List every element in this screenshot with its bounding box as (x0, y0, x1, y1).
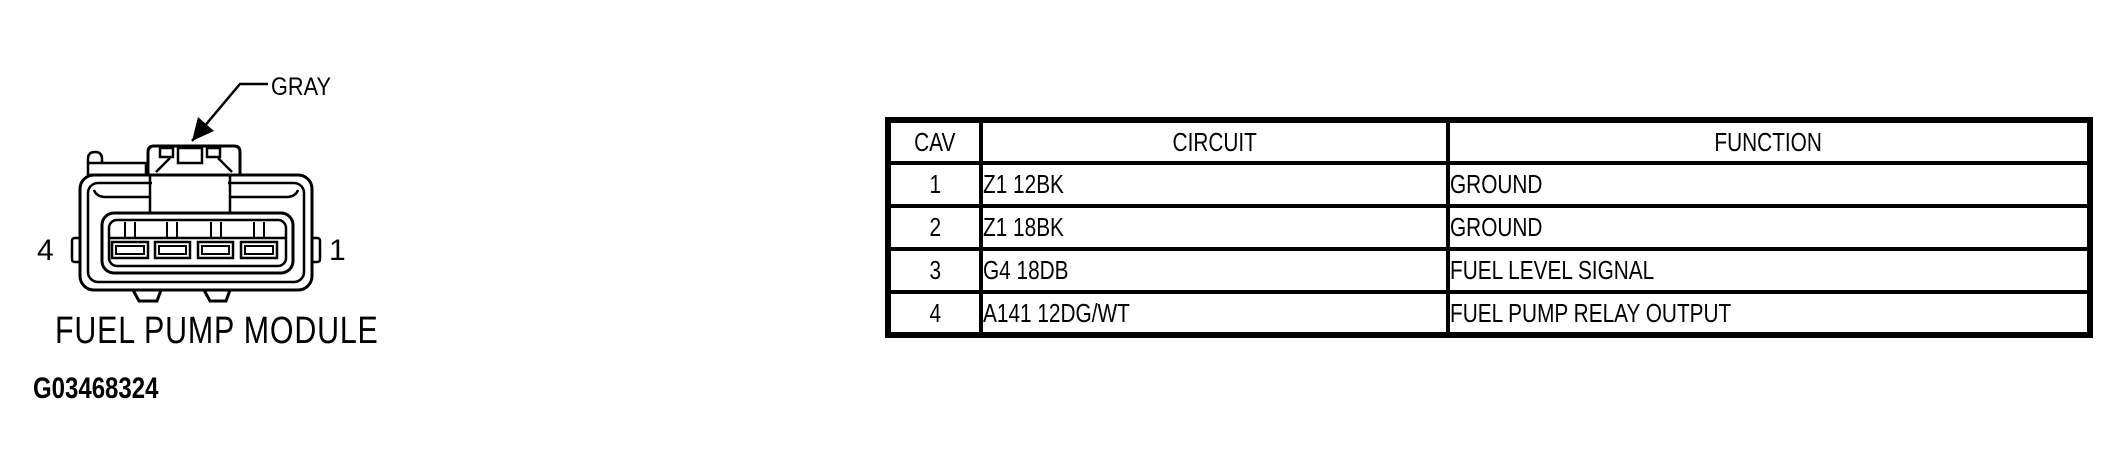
terminal-2-inner (201, 245, 230, 255)
header-circuit: CIRCUIT (979, 118, 1450, 165)
pin-label-right: 1 (329, 234, 346, 267)
table-row: 3 G4 18DB FUEL LEVEL SIGNAL (886, 247, 2092, 294)
table-header-row: CAV CIRCUIT FUNCTION (886, 118, 2092, 165)
figure-caption-text: FUEL PUMP MODULE (55, 310, 379, 352)
circuit-value: A141 12DG/WT (979, 290, 1450, 337)
function-value: FUEL PUMP RELAY OUTPUT (1446, 290, 2092, 337)
table-row: 4 A141 12DG/WT FUEL PUMP RELAY OUTPUT (886, 290, 2092, 337)
table-row: 1 Z1 12BK GROUND (886, 161, 2092, 208)
terminal-carrier-inner (107, 218, 288, 268)
body-outline (78, 173, 314, 292)
pin-label-left: 4 (37, 234, 54, 267)
circuit-value: G4 18DB (979, 247, 1450, 294)
figure-id: G03468324 (33, 374, 190, 404)
connector-drawing (70, 82, 322, 303)
terminal-2 (196, 240, 235, 260)
latch-right-slot (205, 146, 222, 159)
leader-line (191, 82, 268, 142)
terminal-4-inner (115, 245, 145, 255)
table-row: 2 Z1 18BK GROUND (886, 204, 2092, 251)
figure-caption: FUEL PUMP MODULE (55, 312, 460, 350)
left-wing-tab (70, 236, 80, 264)
right-wing-tab (312, 236, 322, 264)
cav-value: 2 (886, 204, 983, 251)
circuit-value: Z1 12BK (979, 161, 1450, 208)
header-function: FUNCTION (1446, 118, 2092, 165)
nub-bar (86, 161, 148, 177)
header-cav: CAV (886, 118, 983, 165)
arrowhead-icon (192, 117, 214, 141)
latch-left-slot (158, 146, 175, 159)
cav-value: 4 (886, 290, 983, 337)
terminal-4 (110, 240, 150, 260)
terminal-guides (124, 222, 265, 237)
nub-dome (86, 150, 104, 163)
terminal-carrier (100, 211, 295, 275)
circuit-value: Z1 18BK (979, 204, 1450, 251)
channel-lines (148, 175, 232, 213)
latch-bevels (155, 157, 233, 173)
function-value: GROUND (1446, 161, 2092, 208)
seal-lines (92, 189, 300, 199)
function-value: FUEL LEVEL SIGNAL (1446, 247, 2092, 294)
cav-value: 1 (886, 161, 983, 208)
terminal-1 (239, 240, 279, 260)
cav-value: 3 (886, 247, 983, 294)
channel-mask (152, 178, 228, 212)
latch-center-slot (176, 146, 204, 165)
terminal-1-inner (244, 245, 274, 255)
pinout-table: CAV CIRCUIT FUNCTION 1 Z1 12BK GROUND 2 … (885, 117, 2093, 338)
connector-diagram: GRAY 4 1 (37, 73, 346, 303)
figure-id-text: G03468324 (33, 372, 159, 405)
terminal-3 (153, 240, 192, 260)
function-value: GROUND (1446, 204, 2092, 251)
latch-outline (146, 144, 242, 175)
bottom-feet (131, 289, 232, 303)
connector-color-label: GRAY (271, 73, 331, 101)
terminal-3-inner (158, 245, 187, 255)
